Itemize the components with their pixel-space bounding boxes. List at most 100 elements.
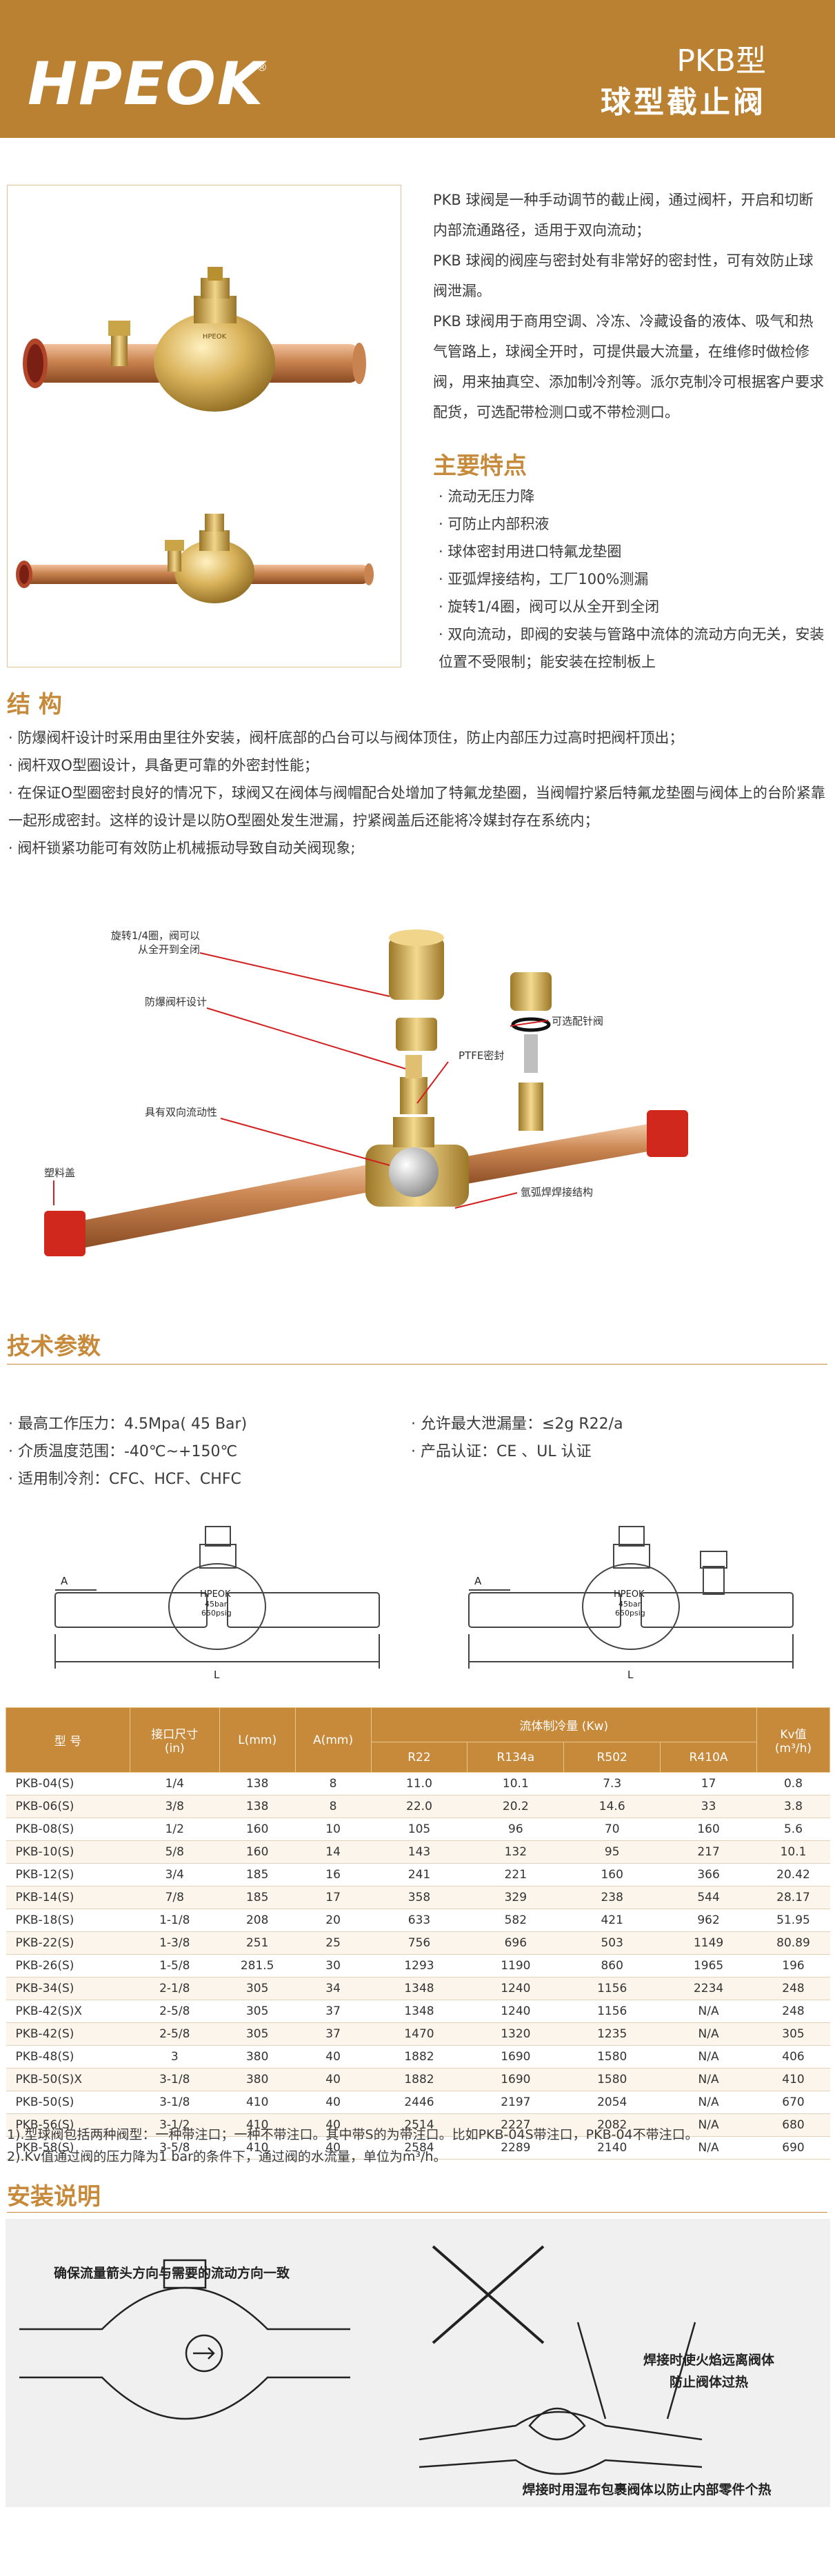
label-ptfe: PTFE密封 <box>459 1049 504 1062</box>
table-cell: 380 <box>219 2045 296 2069</box>
table-cell: 95 <box>563 1840 661 1864</box>
welding-illustration <box>419 2245 703 2475</box>
table-cell: 160 <box>563 1863 661 1886</box>
col-l: L(mm) <box>219 1707 296 1773</box>
table-cell: PKB-12(S) <box>6 1863 130 1886</box>
spec-item: · 适用制冷剂：CFC、HCF、CHFC <box>8 1471 241 1488</box>
table-cell: 1156 <box>563 2000 661 2023</box>
copper-pipe <box>83 1124 648 1248</box>
table-cell: 160 <box>219 1818 296 1841</box>
table-cell: 138 <box>219 1795 296 1818</box>
table-cell: 366 <box>660 1863 757 1886</box>
table-cell: 160 <box>219 1840 296 1864</box>
intro-paragraph: PKB 球阀用于商用空调、冷冻、冷藏设备的液体、吸气和热气管路上，球阀全开时，可… <box>433 313 824 421</box>
valve-body <box>365 1117 469 1207</box>
install-illustrations <box>19 2245 703 2475</box>
table-cell: PKB-34(S) <box>6 1977 130 2000</box>
dim-l-right: L <box>627 1669 634 1681</box>
structure-item: · 防爆阀杆设计时采用由里往外安装，阀杆底部的凸台可以与阀体顶住，防止内部压力过… <box>8 729 684 746</box>
table-cell: 5.6 <box>756 1818 830 1841</box>
table-cell: 305 <box>756 2022 830 2046</box>
heat-note-2: 防止阀体过热 <box>669 2375 748 2390</box>
table-cell: N/A <box>660 2091 757 2114</box>
table-cell: 217 <box>660 1840 757 1864</box>
flow-direction-note: 确保流量箭头方向与需要的流动方向一致 <box>53 2266 290 2281</box>
table-cell: 20 <box>295 1909 372 1932</box>
col-r502: R502 <box>563 1742 661 1773</box>
spec-item: · 允许最大泄漏量：≤2g R22/a <box>411 1416 623 1433</box>
table-cell: 1-1/8 <box>130 1909 220 1932</box>
table-cell: 28.17 <box>756 1886 830 1909</box>
registered-mark: ® <box>256 61 268 74</box>
label-weld: 氩弧焊焊接结构 <box>521 1186 593 1198</box>
table-cell: 1882 <box>371 2045 467 2069</box>
col-kv: Kv值(m³/h) <box>756 1707 830 1773</box>
heat-note-1: 焊接时使火焰远离阀体 <box>643 2353 774 2368</box>
table-cell: 3-5/8 <box>130 2136 220 2160</box>
access-port <box>510 972 552 1131</box>
table-cell: 1190 <box>467 1954 564 1978</box>
table-cell: N/A <box>660 2022 757 2046</box>
table-cell: 305 <box>219 1977 296 2000</box>
plastic-cap-left <box>44 1211 85 1256</box>
table-cell: 80.89 <box>756 1931 830 1955</box>
table-cell: 1235 <box>563 2022 661 2046</box>
valve-photo-1: HPEOK <box>23 267 366 412</box>
structure-item: · 阀杆锁紧功能可有效防止机械振动导致自动关阀现象; <box>8 840 356 856</box>
table-cell: 30 <box>295 1954 372 1978</box>
exploded-diagram: 旋转1/4圈，阀可以 从全开到全闭 防爆阀杆设计 PTFE密封 具有双向流动性 … <box>44 929 688 1256</box>
table-cell: 1-3/8 <box>130 1931 220 1955</box>
table-cell: PKB-50(S) <box>6 2091 130 2114</box>
table-cell: N/A <box>660 2045 757 2069</box>
note-line: 2).Kv值通过阀的压力降为1 bar的条件下，通过阀的水流量，单位为m³/h。 <box>7 2149 447 2164</box>
table-cell: 10 <box>295 1818 372 1841</box>
drawing-bar-right: 45bar <box>618 1600 641 1609</box>
spec-list-left: · 最高工作压力：4.5Mpa( 45 Bar) · 介质温度范围：-40℃~+… <box>8 1411 394 1493</box>
table-cell: 410 <box>219 2113 296 2137</box>
table-cell: 1348 <box>371 2000 467 2023</box>
feature-item: · 可防止内部积液 <box>439 516 550 532</box>
drawing-right <box>468 1526 794 1669</box>
table-cell: 329 <box>467 1886 564 1909</box>
col-r410a: R410A <box>660 1742 758 1773</box>
model-title: PKB型 <box>676 43 766 79</box>
drawing-brand-left: HPEOK <box>200 1589 231 1600</box>
callout-lines <box>53 952 549 1209</box>
table-cell: 582 <box>467 1909 564 1932</box>
table-notes: 1).型球阀包括两种阀型：一种带注口；一种不带注口。其中带S的为带注口。比如PK… <box>7 2124 827 2168</box>
wet-cloth-note: 焊接时用湿布包裹阀体以防止内部零件个热 <box>522 2482 772 2497</box>
table-cell: PKB-50(S)X <box>6 2068 130 2091</box>
valve-stem <box>389 929 444 1114</box>
table-cell: PKB-58(S) <box>6 2136 130 2160</box>
table-cell: 96 <box>467 1818 564 1841</box>
table-cell: 2-5/8 <box>130 2022 220 2046</box>
table-cell: PKB-56(S) <box>6 2113 130 2137</box>
table-cell: PKB-04(S) <box>6 1772 130 1795</box>
flow-direction-illustration <box>19 2259 350 2420</box>
table-cell: 10.1 <box>756 1840 830 1864</box>
table-cell: 143 <box>371 1840 467 1864</box>
table-cell: 1580 <box>563 2045 661 2069</box>
table-cell: 3 <box>130 2045 220 2069</box>
intro-text: PKB 球阀是一种手动调节的截止阀，通过阀杆，开启和切断内部流通路径，适用于双向… <box>433 185 827 427</box>
table-cell: PKB-08(S) <box>6 1818 130 1841</box>
table-cell: PKB-42(S) <box>6 2022 130 2046</box>
table-cell: 37 <box>295 2000 372 2023</box>
label-plastic-cap: 塑料盖 <box>44 1167 75 1179</box>
table-cell: 17 <box>295 1886 372 1909</box>
structure-item: · 阀杆双O型圈设计，具备更可靠的外密封性能； <box>8 757 319 774</box>
col-model: 型 号 <box>6 1707 130 1773</box>
plastic-cap-right <box>647 1110 688 1157</box>
divider <box>7 2212 827 2213</box>
table-cell: 406 <box>756 2045 830 2069</box>
product-photo-frame: HPEOK <box>7 185 401 667</box>
dim-a-right: A <box>474 1575 482 1587</box>
